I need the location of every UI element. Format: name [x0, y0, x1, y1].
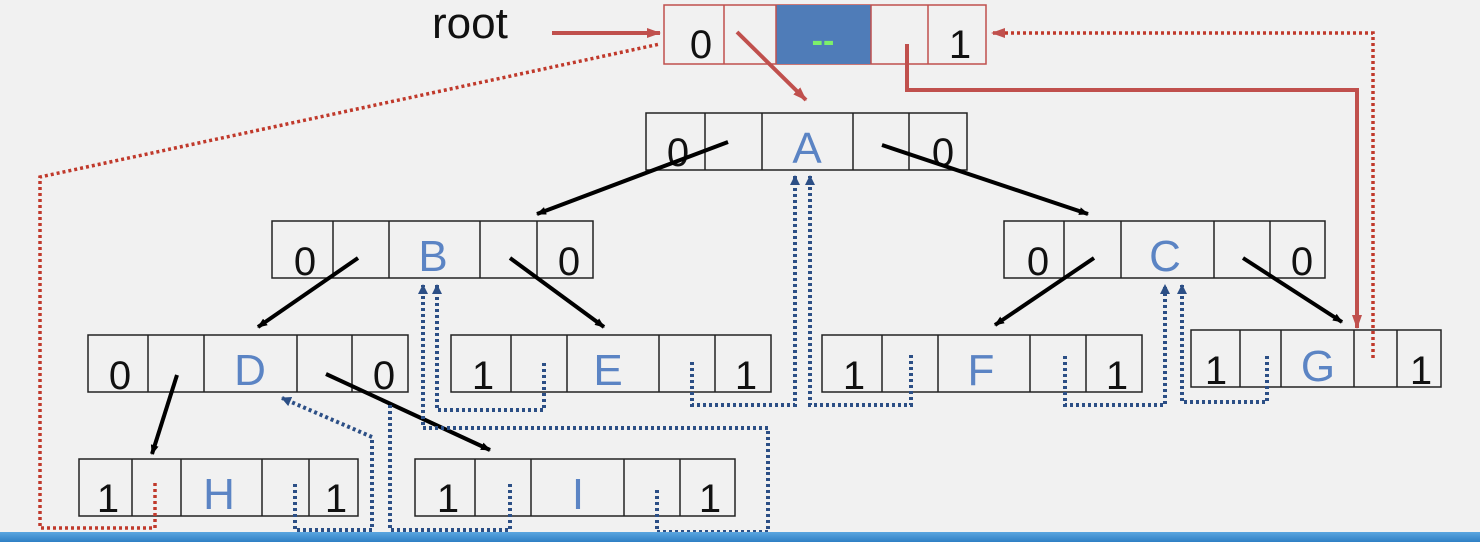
- node-G-data: G: [1301, 342, 1335, 391]
- arrow-D-left: [150, 374, 179, 455]
- arrow-A-left: [536, 140, 729, 216]
- node-H-ltag: 1: [97, 477, 119, 521]
- head-to-A-arrow: [735, 30, 808, 102]
- node-I-ltag: 1: [437, 477, 459, 521]
- node-I: 1 I 1: [414, 458, 736, 521]
- node-F: 1 F 1: [821, 334, 1143, 398]
- head-pointers: [735, 30, 1362, 329]
- bottom-taskbar-strip: [0, 532, 1480, 542]
- node-B-rtag: 0: [558, 240, 580, 284]
- child-pointers: [150, 140, 1344, 455]
- arrow-A-right: [881, 143, 1089, 216]
- thread-H-to-head: [38, 42, 661, 530]
- node-A-data: A: [792, 124, 822, 173]
- head-to-G-arrow: [905, 44, 1362, 329]
- node-F-rtag: 1: [1106, 354, 1128, 398]
- node-I-data: I: [572, 470, 584, 519]
- thread-I-to-D: [388, 405, 512, 532]
- node-D-data: D: [234, 346, 266, 395]
- node-C-rtag: 0: [1291, 240, 1313, 284]
- node-E-rtag: 1: [735, 354, 757, 398]
- arrow-B-left: [256, 256, 360, 329]
- node-G-rtag: 1: [1410, 349, 1432, 393]
- thread-I-to-B: [418, 284, 770, 470]
- node-A: 0 A 0: [645, 112, 968, 175]
- node-E-data: E: [593, 346, 622, 395]
- node-B-ltag: 0: [294, 240, 316, 284]
- node-E: 1 E 1: [450, 334, 772, 398]
- head-node: 0 -- 1: [663, 4, 987, 67]
- node-G: 1 G 1: [1190, 329, 1442, 393]
- head-ltag: 0: [690, 23, 712, 67]
- node-B: 0 B 0: [271, 220, 594, 284]
- arrow-C-left: [993, 256, 1096, 327]
- node-G-ltag: 1: [1205, 349, 1227, 393]
- node-C: 0 C 0: [1003, 220, 1326, 284]
- thread-F-to-C: [1063, 284, 1170, 407]
- thread-E-to-B: [432, 284, 546, 412]
- node-B-data: B: [418, 232, 447, 281]
- arrow-D-right: [325, 372, 491, 452]
- head-rtag: 1: [949, 23, 971, 67]
- node-I-rtag: 1: [699, 477, 721, 521]
- node-H: 1 H 1: [78, 458, 359, 521]
- node-H-data: H: [203, 470, 235, 519]
- node-C-ltag: 0: [1027, 240, 1049, 284]
- node-H-rtag: 1: [325, 477, 347, 521]
- arrow-C-right: [1241, 256, 1344, 324]
- arrow-B-right: [508, 256, 606, 329]
- head-data: --: [812, 22, 835, 60]
- node-D: 0 D 0: [87, 334, 409, 398]
- head-threads: [38, 28, 1375, 530]
- node-D-rtag: 0: [373, 354, 395, 398]
- root-label: root: [432, 0, 508, 48]
- node-D-ltag: 0: [109, 354, 131, 398]
- node-F-ltag: 1: [843, 354, 865, 398]
- node-F-data: F: [968, 346, 995, 395]
- thread-G-to-head: [991, 28, 1375, 358]
- node-C-data: C: [1149, 232, 1181, 281]
- thread-E-to-A: [690, 175, 800, 407]
- node-A-ltag: 0: [667, 131, 689, 175]
- thread-F-to-A: [805, 175, 913, 407]
- node-E-ltag: 1: [472, 354, 494, 398]
- thread-H-to-D: [281, 396, 374, 532]
